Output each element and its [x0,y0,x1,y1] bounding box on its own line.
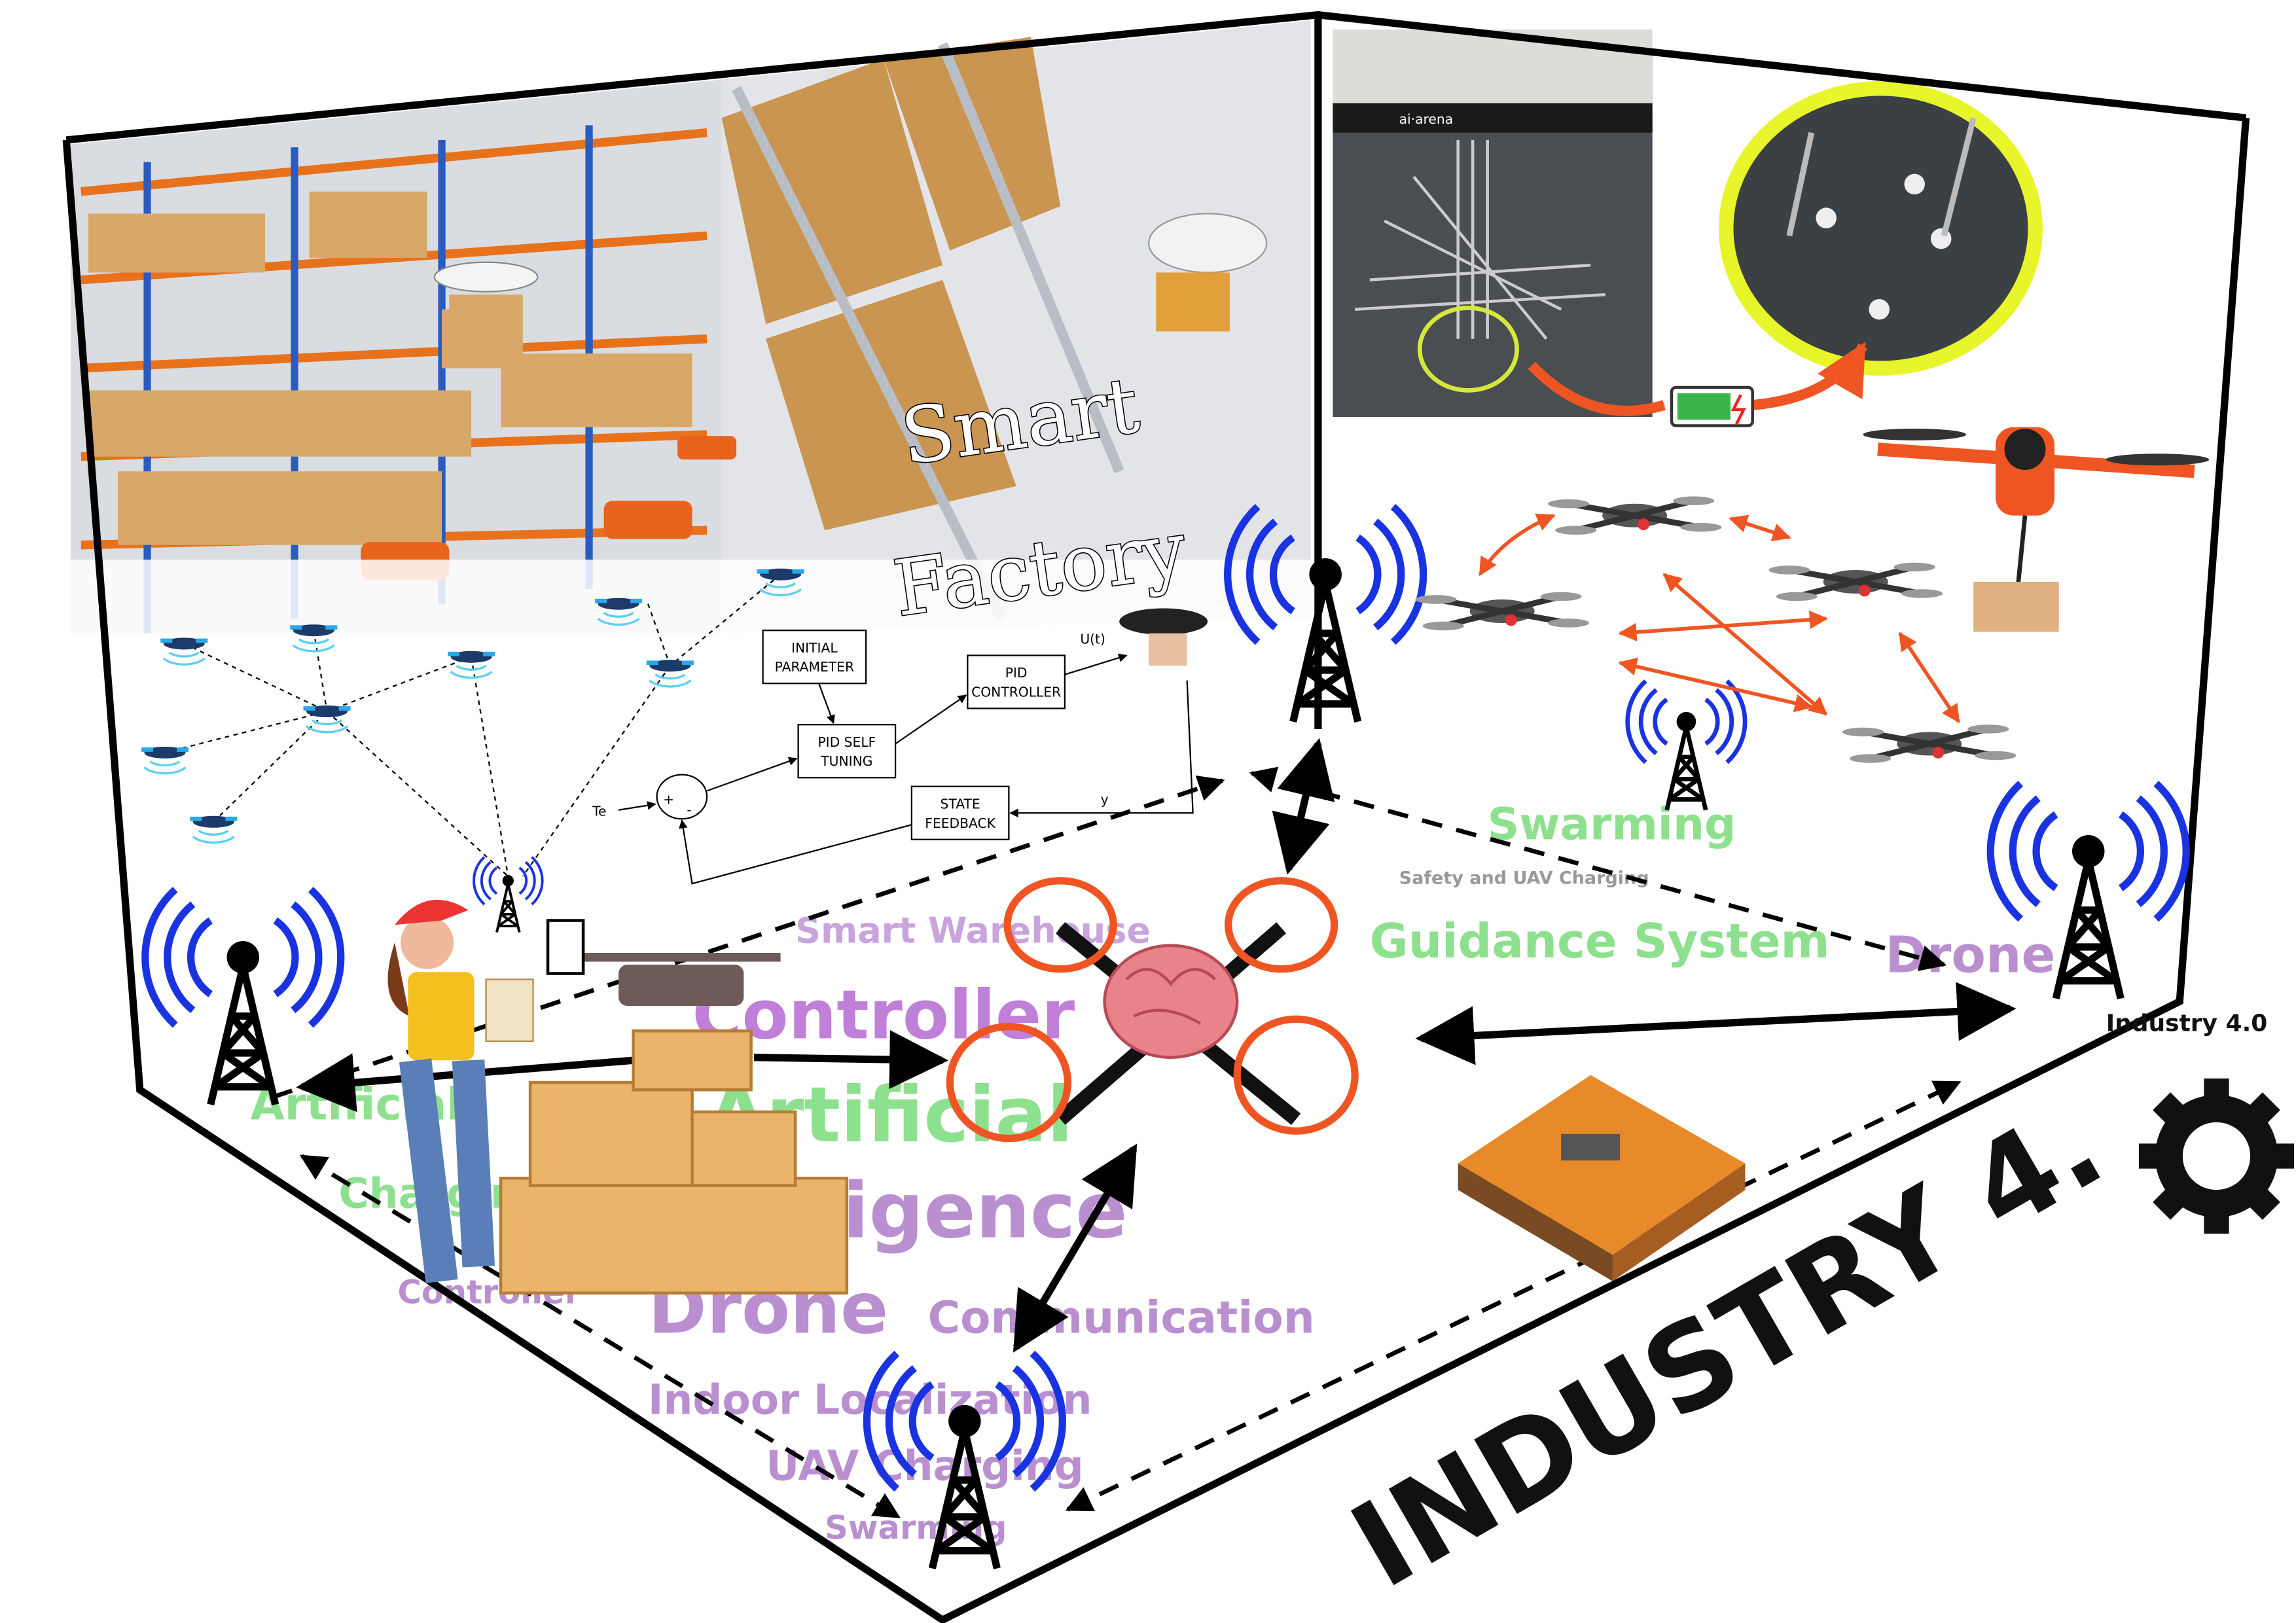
word-cloud-word: Swarming [1488,798,1736,850]
small-signal-tower-icon [1628,681,1745,810]
block-label: TUNING [820,753,872,769]
word-cloud-word: Smart Warehouse [795,910,1151,951]
small-signal-tower-icon [473,855,544,934]
minus-sign: - [687,802,691,818]
ai-arena-photo: ai·arena [1333,29,1653,417]
gear-icon [2138,1078,2295,1234]
ai-arena-logo-text: ai·arena [1399,111,1453,127]
industry-4-0-label: Industry 4.0 [2106,1010,2268,1037]
signal-tower-icon [145,889,341,1105]
orange-delivery-drone-icon [1863,427,2210,632]
worker-figure [387,899,534,1283]
charging-arrow [1528,346,1863,416]
brain-icon [1103,944,1239,1060]
delivery-drone-icon [433,261,539,361]
state-feedback-block: STATE FEEDBACK [910,785,1010,840]
delivery-drone-icon [1148,213,1268,332]
drone-network [141,569,804,877]
word-cloud: Smart Warehouse Controller Artificial In… [251,798,2056,1547]
central-drone-with-ai-brain [946,877,1359,1143]
laptop-icon [546,919,585,975]
block-label: CONTROLLER [971,684,1061,700]
block-label: PARAMETER [775,659,854,675]
pid-control-diagram: INITIAL PARAMETER PID SELF TUNING PID CONTR… [592,630,1194,885]
cardboard-boxes [499,1029,849,1295]
feedback-label: y [1101,792,1109,808]
cargo-drone-icon [581,953,781,1007]
word-cloud-word: Communication [928,1292,1315,1344]
industry-4-0-title: INDUSTRY 4. Industry 4.0 [1330,1010,2295,1615]
block-label: FEEDBACK [925,815,996,831]
initial-parameter-block: INITIAL PARAMETER [762,630,867,685]
drone-swarm [1415,496,2016,762]
communication-arrows [296,738,2017,1353]
block-label: PID SELF [817,734,876,750]
word-cloud-word: Controller [692,976,1075,1055]
block-label: INITIAL [791,640,838,656]
summing-junction [656,774,708,820]
battery-icon [1670,385,1754,427]
input-label: Te [592,804,606,819]
floor-dashed-paths [272,766,1962,1519]
drone-closeup [1718,80,2043,376]
word-cloud-word: Guidance System [1370,914,1830,969]
charging-pad-icon [1458,1075,1746,1281]
pid-controller-block: PID CONTROLLER [967,654,1066,709]
plus-sign: + [663,792,674,808]
quadcopter-with-package-icon [1119,608,1208,666]
warehouse-photo [71,20,1311,649]
pid-self-tuning-block: PID SELF TUNING [797,724,897,779]
block-label: PID [1005,665,1028,681]
block-label: STATE [941,796,980,812]
output-label: U(t) [1080,631,1105,647]
highlight-circle [1417,306,1520,393]
